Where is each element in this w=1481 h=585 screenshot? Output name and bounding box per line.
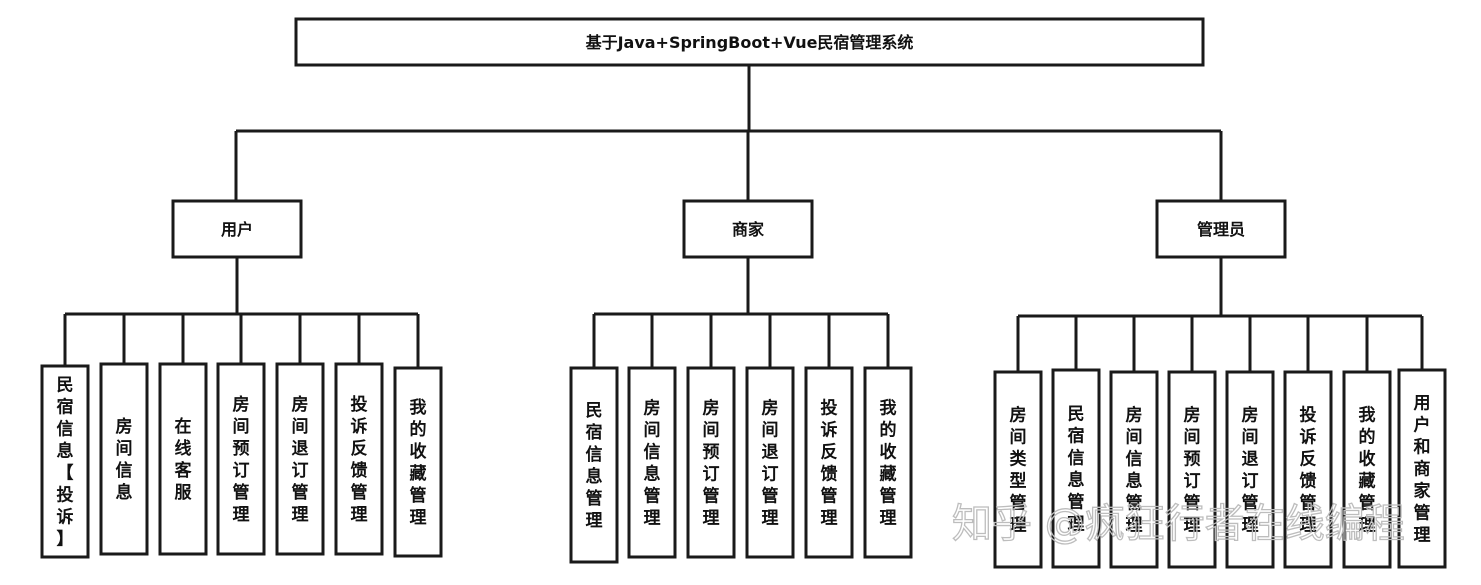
- module-node: 投诉反馈管理: [334, 362, 384, 556]
- module-node: 投诉反馈管理: [1283, 370, 1333, 569]
- module-box: [275, 362, 325, 556]
- module-node: 房间退订管理: [745, 366, 795, 559]
- module-label: 投诉反馈管理: [821, 398, 838, 529]
- module-node: 房间退订管理: [1225, 370, 1275, 569]
- module-box: [1397, 368, 1447, 569]
- module-node: 用户和商家管理: [1397, 368, 1447, 569]
- module-node: 民宿信息【投诉】: [40, 364, 90, 559]
- module-box: [1283, 370, 1333, 569]
- module-node: 房间预订管理: [686, 366, 736, 559]
- role-node-merchant: 商家: [682, 199, 814, 259]
- module-label: 我的收藏管理: [1359, 406, 1376, 536]
- module-label: 房间预订管理: [1184, 405, 1201, 536]
- module-node: 民宿信息管理: [569, 366, 619, 564]
- module-label: 民宿信息【投诉】: [57, 376, 74, 550]
- module-box: [1051, 368, 1101, 569]
- role-title-merchant: 商家: [732, 220, 765, 239]
- module-node: 我的收藏管理: [1342, 370, 1392, 569]
- module-box: [216, 362, 266, 556]
- module-node: 房间信息管理: [627, 366, 677, 559]
- module-box: [1342, 370, 1392, 569]
- module-box: [1225, 370, 1275, 569]
- module-box: [569, 366, 619, 564]
- module-label: 房间预订管理: [233, 394, 250, 525]
- module-box: [40, 364, 90, 559]
- module-box: [334, 362, 384, 556]
- module-node: 民宿信息管理: [1051, 368, 1101, 569]
- module-label: 民宿信息管理: [1068, 405, 1085, 535]
- module-label: 在线客服: [174, 416, 193, 503]
- module-label: 房间退订管理: [762, 398, 779, 529]
- module-label: 房间退订管理: [1242, 405, 1259, 536]
- module-node: 房间类型管理: [993, 370, 1043, 569]
- user-modules: 民宿信息【投诉】 房间信息 在线客服 房间预订管理 房间退订管理 投诉反馈管理 我的收藏管理: [40, 362, 443, 559]
- root-box: [294, 17, 1205, 67]
- module-node: 在线客服: [158, 362, 208, 556]
- role-box-admin: [1155, 199, 1287, 259]
- module-label: 民宿信息管理: [586, 401, 603, 531]
- module-label: 投诉反馈管理: [351, 394, 368, 525]
- module-label: 房间信息管理: [1126, 405, 1143, 536]
- root-node: 基于Java+SpringBoot+Vue民宿管理系统: [294, 17, 1205, 67]
- module-label: 房间类型管理: [1010, 405, 1028, 536]
- module-box: [393, 366, 443, 558]
- role-box-merchant: [682, 199, 814, 259]
- module-label: 房间预订管理: [703, 398, 720, 529]
- module-box: [1167, 370, 1217, 569]
- module-node: 房间信息管理: [1109, 370, 1159, 569]
- module-node: 房间退订管理: [275, 362, 325, 556]
- module-box: [804, 366, 854, 559]
- role-node-admin: 管理员: [1155, 199, 1287, 259]
- module-box: [158, 362, 208, 556]
- module-box: [863, 366, 913, 559]
- module-node: 投诉反馈管理: [804, 366, 854, 559]
- module-node: 我的收藏管理: [393, 366, 443, 558]
- module-node: 房间预订管理: [216, 362, 266, 556]
- module-node: 我的收藏管理: [863, 366, 913, 559]
- module-label: 投诉反馈管理: [1300, 405, 1317, 536]
- module-box: [686, 366, 736, 559]
- module-box: [745, 366, 795, 559]
- module-label: 用户和商家管理: [1414, 394, 1431, 546]
- module-label: 我的收藏管理: [410, 398, 427, 528]
- module-label: 房间信息管理: [644, 398, 661, 529]
- module-box: [627, 366, 677, 559]
- merchant-modules: 民宿信息管理 房间信息管理 房间预订管理 房间退订管理 投诉反馈管理 我的收藏管理: [569, 366, 913, 564]
- connector-lines: [63, 65, 1424, 372]
- role-box-user: [171, 199, 303, 259]
- root-title: 基于Java+SpringBoot+Vue民宿管理系统: [585, 33, 914, 52]
- module-box: [1109, 370, 1159, 569]
- module-node: 房间预订管理: [1167, 370, 1217, 569]
- role-title-user: 用户: [221, 220, 253, 239]
- role-node-user: 用户: [171, 199, 303, 259]
- watermark: 知乎 @疯狂行者在线编程: [952, 501, 1405, 547]
- module-box: [99, 362, 149, 556]
- module-label: 房间信息: [116, 416, 133, 503]
- admin-modules: 房间类型管理 民宿信息管理 房间信息管理 房间预订管理 房间退订管理 投诉反馈管理 我的收藏…: [993, 368, 1447, 569]
- role-title-admin: 管理员: [1197, 220, 1245, 239]
- module-label: 房间退订管理: [292, 394, 309, 525]
- module-node: 房间信息: [99, 362, 149, 556]
- module-label: 我的收藏管理: [880, 399, 897, 529]
- module-box: [993, 370, 1043, 569]
